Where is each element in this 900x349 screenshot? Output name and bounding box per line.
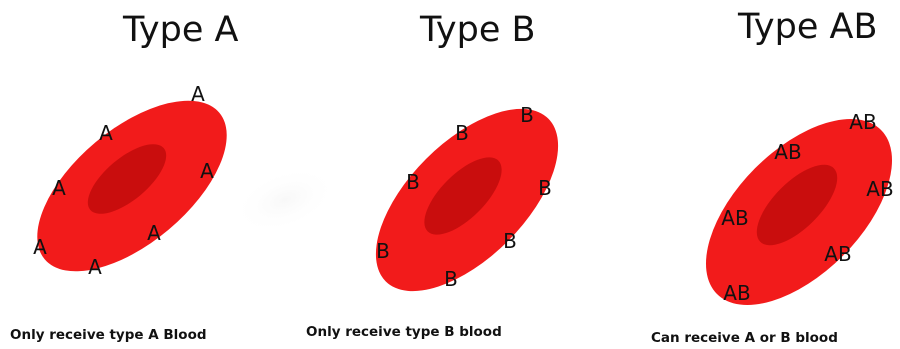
antigen-label: B	[444, 267, 458, 291]
antigen-label: B	[455, 121, 469, 145]
antigen-label: B	[406, 170, 420, 194]
caption-type-b: Only receive type B blood	[306, 324, 502, 340]
antigen-label: B	[520, 103, 534, 127]
red-blood-cell-type-a	[8, 69, 256, 303]
red-blood-cell-type-b	[345, 78, 590, 323]
antigen-label: AB	[774, 140, 801, 164]
antigen-label: A	[147, 221, 161, 245]
faint-shadow	[223, 153, 347, 247]
caption-type-a: Only receive type A Blood	[10, 327, 207, 343]
antigen-label: A	[52, 176, 66, 200]
antigen-label: B	[503, 229, 517, 253]
antigen-label: A	[88, 255, 102, 279]
antigen-label: A	[33, 235, 47, 259]
antigen-label: A	[99, 121, 113, 145]
caption-type-ab: Can receive A or B blood	[651, 330, 838, 346]
antigen-label: AB	[866, 177, 893, 201]
antigen-label: AB	[721, 206, 748, 230]
antigen-label: AB	[824, 242, 851, 266]
antigen-label: AB	[849, 110, 876, 134]
antigen-label: A	[200, 159, 214, 183]
antigen-label: B	[376, 239, 390, 263]
antigen-label: B	[538, 176, 552, 200]
antigen-label: AB	[723, 281, 750, 305]
antigen-label: A	[191, 82, 205, 106]
